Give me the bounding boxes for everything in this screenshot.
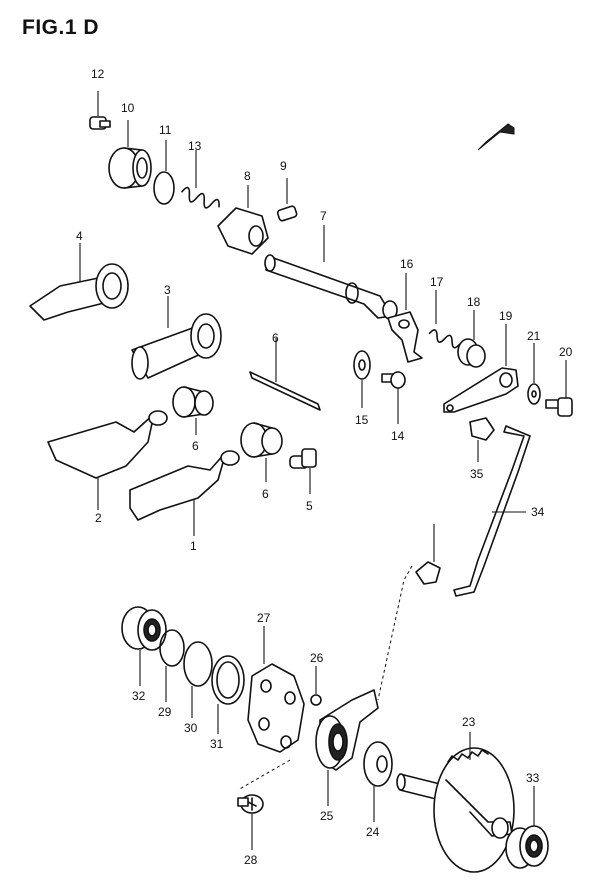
part-11-sleeve xyxy=(108,120,152,189)
part-7-pin xyxy=(249,338,321,411)
part-32-bearing-left xyxy=(121,606,167,686)
part-19-collar xyxy=(457,310,486,368)
part-label: 15 xyxy=(355,413,369,427)
part-1-valve-plate xyxy=(129,450,240,536)
fwd-label: FWD xyxy=(485,137,502,152)
part-label: 2 xyxy=(95,511,102,525)
part-9-cam xyxy=(217,185,269,255)
part-12-o-ring xyxy=(153,140,175,205)
part-34-clip xyxy=(469,417,495,462)
part-29-circlip xyxy=(159,629,185,702)
part-label: 16 xyxy=(400,257,414,271)
part-label: 18 xyxy=(467,295,481,309)
part-4-valve xyxy=(29,243,129,321)
part-21-bolt xyxy=(545,360,573,417)
part-13-bolt xyxy=(89,91,111,130)
part-label: 31 xyxy=(210,737,224,751)
part-label: 33 xyxy=(526,771,540,785)
part-label: 28 xyxy=(244,853,258,867)
part-label: 5 xyxy=(306,499,313,513)
connector-line xyxy=(377,565,413,701)
part-label: 29 xyxy=(158,705,172,719)
part-label: 26 xyxy=(310,651,324,665)
part-labels: 12 10 11 13 9 8 7 4 16 17 3 18 19 6 21 2… xyxy=(76,67,573,867)
part-label: 30 xyxy=(184,721,198,735)
part-27-plate xyxy=(247,626,305,753)
part-label: 8 xyxy=(244,169,251,183)
part-label: 19 xyxy=(499,309,513,323)
part-label: 24 xyxy=(366,825,380,839)
part-28-screw xyxy=(237,794,264,850)
part-label: 9 xyxy=(280,159,287,173)
part-31-gasket xyxy=(211,655,245,734)
part-16-washer xyxy=(353,350,371,408)
part-35-clip xyxy=(415,524,441,585)
part-label: 10 xyxy=(121,101,135,115)
part-label: 21 xyxy=(527,329,541,343)
part-3-valve xyxy=(131,296,222,380)
part-label: 12 xyxy=(91,67,105,81)
fwd-arrow-icon: FWD xyxy=(477,123,515,152)
part-label: 6 xyxy=(272,331,279,345)
part-26-ball xyxy=(310,666,322,706)
part-label: 7 xyxy=(320,209,327,223)
part-17-lever-plate xyxy=(387,273,423,363)
connector-line xyxy=(237,759,291,791)
part-30-o-ring xyxy=(183,641,213,718)
part-6-collar-lower xyxy=(240,422,283,482)
part-label: 13 xyxy=(188,139,202,153)
part-label: 25 xyxy=(320,809,334,823)
part-label: 20 xyxy=(559,345,573,359)
part-33-rod xyxy=(453,425,531,597)
part-label: 6 xyxy=(192,439,199,453)
part-24-washer xyxy=(363,741,393,822)
part-label: 23 xyxy=(462,715,476,729)
part-15-screw xyxy=(381,371,406,424)
part-22-washer xyxy=(527,343,541,405)
figure-title: FIG.1 D xyxy=(22,16,100,39)
part-18-spring xyxy=(428,290,461,349)
part-label: 11 xyxy=(159,123,172,137)
part-25-hub xyxy=(315,689,379,806)
part-label: 14 xyxy=(391,429,405,443)
part-10-screw xyxy=(276,178,298,222)
part-label: 34 xyxy=(531,505,545,519)
part-label: 4 xyxy=(76,229,83,243)
part-20-arm xyxy=(443,324,519,413)
part-label: 27 xyxy=(257,611,271,625)
part-8-shaft xyxy=(264,225,398,320)
part-14-spring xyxy=(181,150,220,209)
part-label: 35 xyxy=(470,467,484,481)
part-2-valve-plate xyxy=(47,410,168,510)
part-5-bolt xyxy=(289,448,317,494)
part-label: 17 xyxy=(430,275,444,289)
part-label: 6 xyxy=(262,487,269,501)
part-label: 3 xyxy=(164,283,171,297)
part-23-gear-shaft xyxy=(396,732,515,873)
part-label: 1 xyxy=(190,539,197,553)
part-32-bearing-right xyxy=(505,786,549,869)
part-label: 32 xyxy=(132,689,146,703)
part-6-collar-upper xyxy=(172,386,214,435)
